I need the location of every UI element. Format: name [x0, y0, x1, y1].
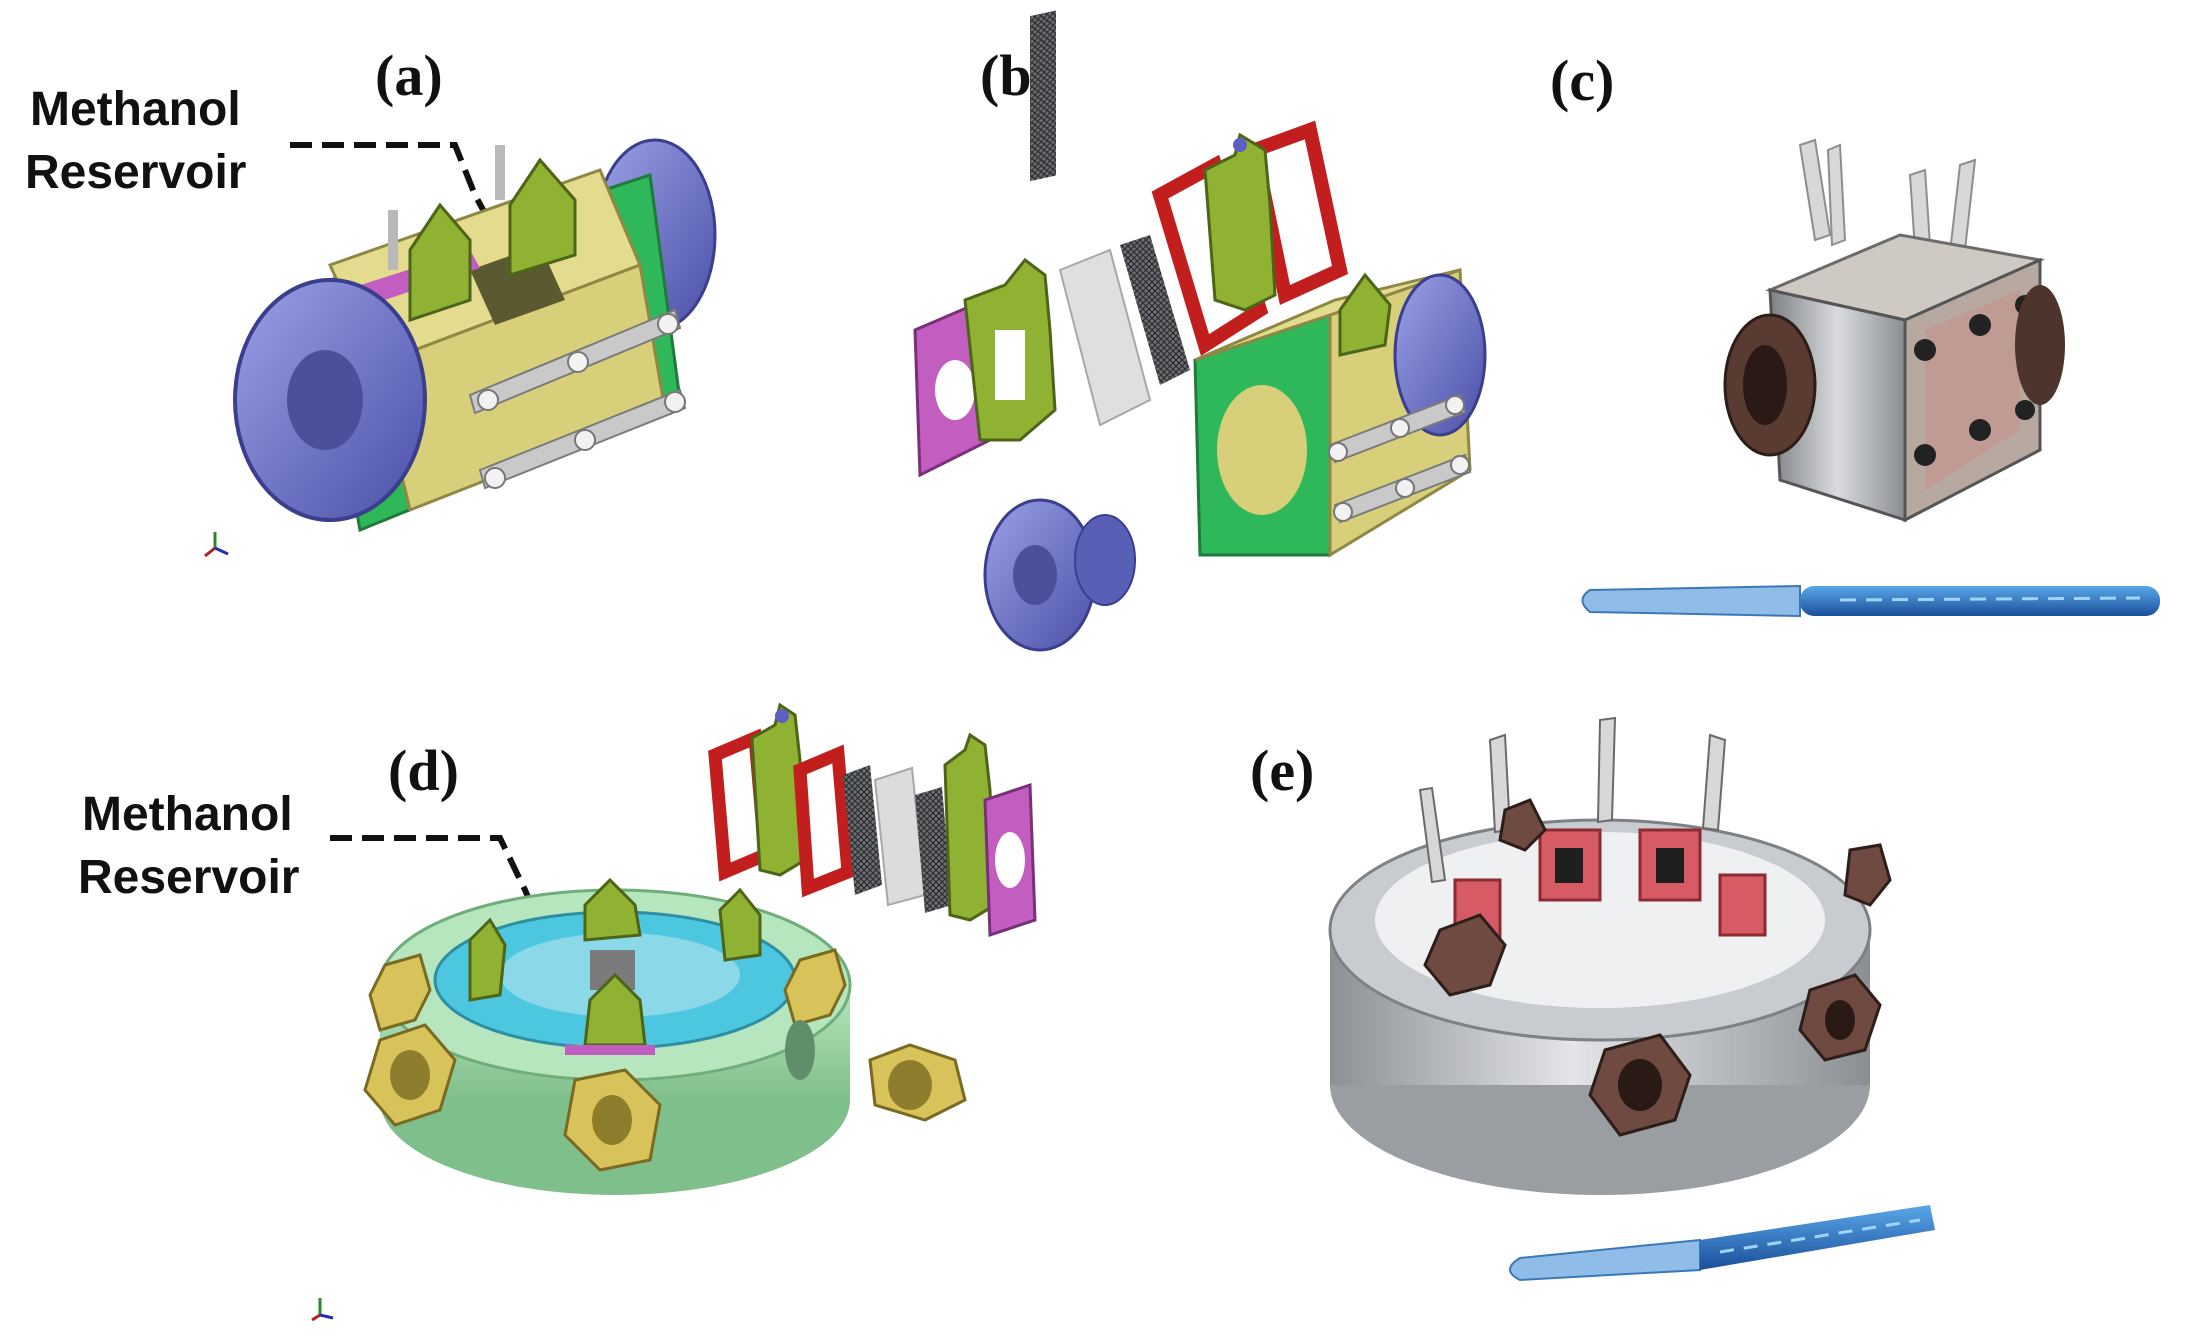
- membrane-d: [873, 766, 927, 907]
- gasket-red-1: [1151, 154, 1269, 356]
- photo-c-pen: [1581, 584, 2160, 618]
- electrode-plate-d2: [943, 732, 997, 922]
- housing-endcap: [1393, 273, 1487, 437]
- housing-top: [1194, 268, 1461, 362]
- mesh-layer-1: [1030, 10, 1056, 182]
- panel-label-e: (e): [1250, 738, 1314, 803]
- front-endcap-bore: [287, 350, 363, 450]
- electrode-tab-b: [1338, 272, 1392, 357]
- panel-c-photo-single-cell: [1570, 120, 2170, 640]
- panel-d-cad-ring-stack: [311, 702, 1037, 1322]
- bolt-1: [477, 389, 499, 411]
- panel-a-cad-assembled-cell: [204, 138, 717, 558]
- callout-d-line1: Methanol: [82, 788, 293, 841]
- gasket-red-d2: [793, 744, 855, 898]
- current-collector-1: [388, 210, 398, 270]
- electrode-tab-1: [408, 202, 472, 323]
- membrane: [1058, 248, 1152, 427]
- bolt-6: [664, 391, 686, 413]
- bolt-4: [484, 467, 506, 489]
- panel-label-a: (a): [375, 43, 443, 108]
- bolt-5: [574, 429, 596, 451]
- callout-a-leader: [290, 142, 508, 252]
- panel-label-d: (d): [388, 738, 459, 803]
- bolt-2: [567, 351, 589, 373]
- ring-port-hole: [785, 1020, 815, 1080]
- mesh-d2: [915, 787, 952, 913]
- bolt-3: [657, 313, 679, 335]
- panel-label-c: (c): [1550, 48, 1614, 113]
- gasket-red-2: [1246, 120, 1349, 305]
- mesh-d1: [843, 765, 882, 895]
- callout-a-line2: Reservoir: [25, 146, 246, 199]
- mesh-layer-2: [1120, 235, 1190, 385]
- panel-b-cad-exploded-cell: [913, 10, 1487, 652]
- electrode-tab-2: [508, 157, 577, 278]
- photo-e-pen: [1509, 1205, 1935, 1282]
- axis-triad-icon: [204, 532, 229, 558]
- panel-e-photo-ring-stack: [1328, 716, 1935, 1282]
- current-collector-2: [495, 145, 505, 200]
- axis-triad-icon-d: [311, 1298, 334, 1322]
- callout-a-line1: Methanol: [30, 83, 241, 136]
- callout-d-line2: Reservoir: [78, 851, 299, 904]
- photo-endcap-rear: [2015, 285, 2065, 405]
- photo-cell-side: [1903, 257, 2042, 523]
